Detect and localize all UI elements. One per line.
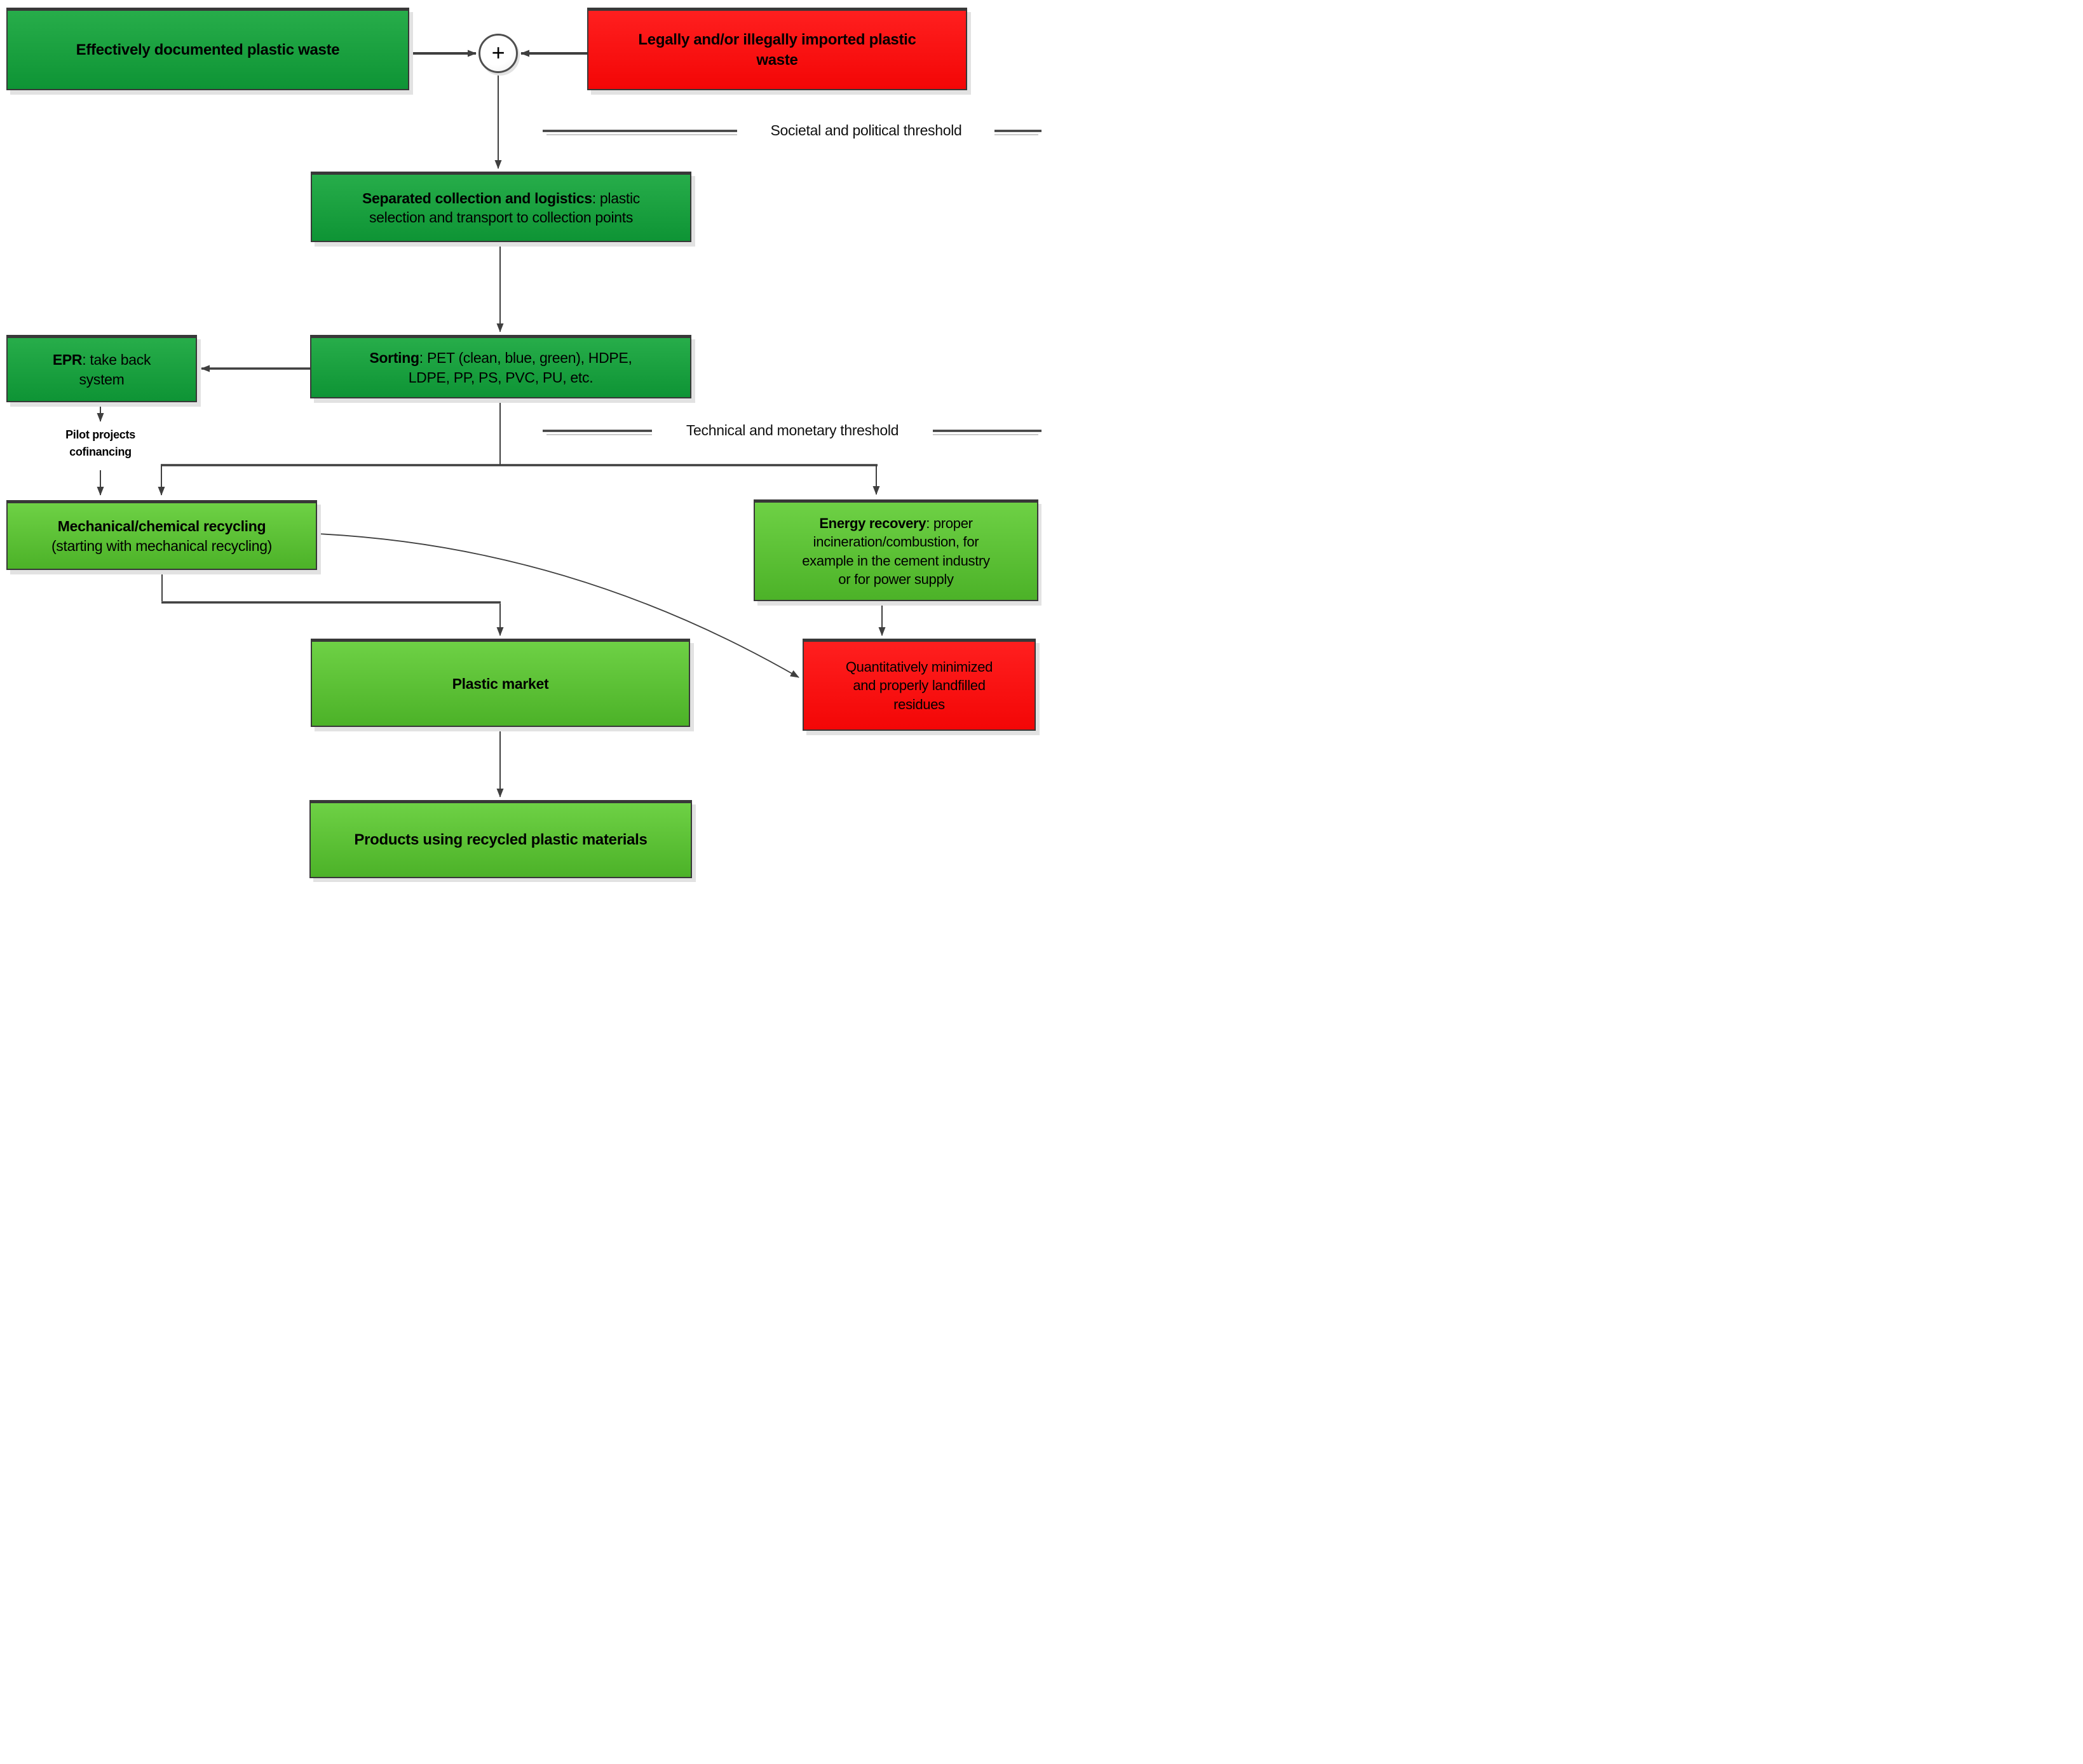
node-residues-line3: residues <box>893 696 945 712</box>
connectors-layer <box>97 50 1042 797</box>
flowchart-canvas: Effectively documented plastic waste + L… <box>0 0 1042 882</box>
label-pilot-projects-cofinancing: Pilot projects cofinancing <box>44 426 156 461</box>
node-energy-line4: or for power supply <box>838 571 954 587</box>
node-landfilled-residues: Quantitatively minimized and properly la… <box>803 639 1036 731</box>
pilot-label-line2: cofinancing <box>69 445 132 458</box>
node-documented-plastic-waste: Effectively documented plastic waste <box>6 8 409 90</box>
node-energy-recovery: Energy recovery: proper incineration/com… <box>754 499 1038 601</box>
node-products-label: Products using recycled plastic material… <box>354 831 648 849</box>
node-market-label: Plastic market <box>452 675 549 692</box>
node-plastic-market: Plastic market <box>311 639 690 727</box>
node-sorting-line1: Sorting: PET (clean, blue, green), HDPE, <box>369 349 632 367</box>
node-epr-line1: EPR: take back <box>52 351 151 369</box>
node-energy-line3: example in the cement industry <box>802 552 990 569</box>
node-energy-line1: Energy recovery: proper <box>819 515 973 532</box>
node-products-recycled: Products using recycled plastic material… <box>309 800 692 878</box>
node-sorting-line2: LDPE, PP, PS, PVC, PU, etc. <box>408 369 594 386</box>
node-mechanical-chemical-recycling: Mechanical/chemical recycling (starting … <box>6 500 317 570</box>
plus-junction-icon: + <box>478 34 518 73</box>
node-imported-line2: waste <box>756 51 798 69</box>
node-epr-line2: system <box>79 370 125 388</box>
arrow-recycling-to-residues-curve <box>317 533 799 678</box>
node-documented-label: Effectively documented plastic waste <box>76 41 340 58</box>
node-collection-line2: selection and transport to collection po… <box>369 209 634 226</box>
plus-symbol: + <box>491 39 505 65</box>
node-sorting: Sorting: PET (clean, blue, green), HDPE,… <box>310 335 691 398</box>
label-technical-threshold: Technical and monetary threshold <box>686 422 899 438</box>
node-residues-line2: and properly landfilled <box>853 677 986 694</box>
node-energy-line2: incineration/combustion, for <box>813 534 979 550</box>
pilot-label-line1: Pilot projects <box>65 428 135 441</box>
label-societal-threshold: Societal and political threshold <box>770 122 962 139</box>
node-imported-plastic-waste: Legally and/or illegally imported plasti… <box>587 8 967 90</box>
node-recycling-line1: Mechanical/chemical recycling <box>57 518 266 535</box>
node-separated-collection: Separated collection and logistics: plas… <box>311 172 691 242</box>
node-residues-line1: Quantitatively minimized <box>845 659 993 675</box>
node-recycling-line2: (starting with mechanical recycling) <box>51 537 273 554</box>
node-epr-take-back: EPR: take back system <box>6 335 197 402</box>
node-collection-line1: Separated collection and logistics: plas… <box>362 189 640 207</box>
node-imported-line1: Legally and/or illegally imported plasti… <box>638 31 916 48</box>
